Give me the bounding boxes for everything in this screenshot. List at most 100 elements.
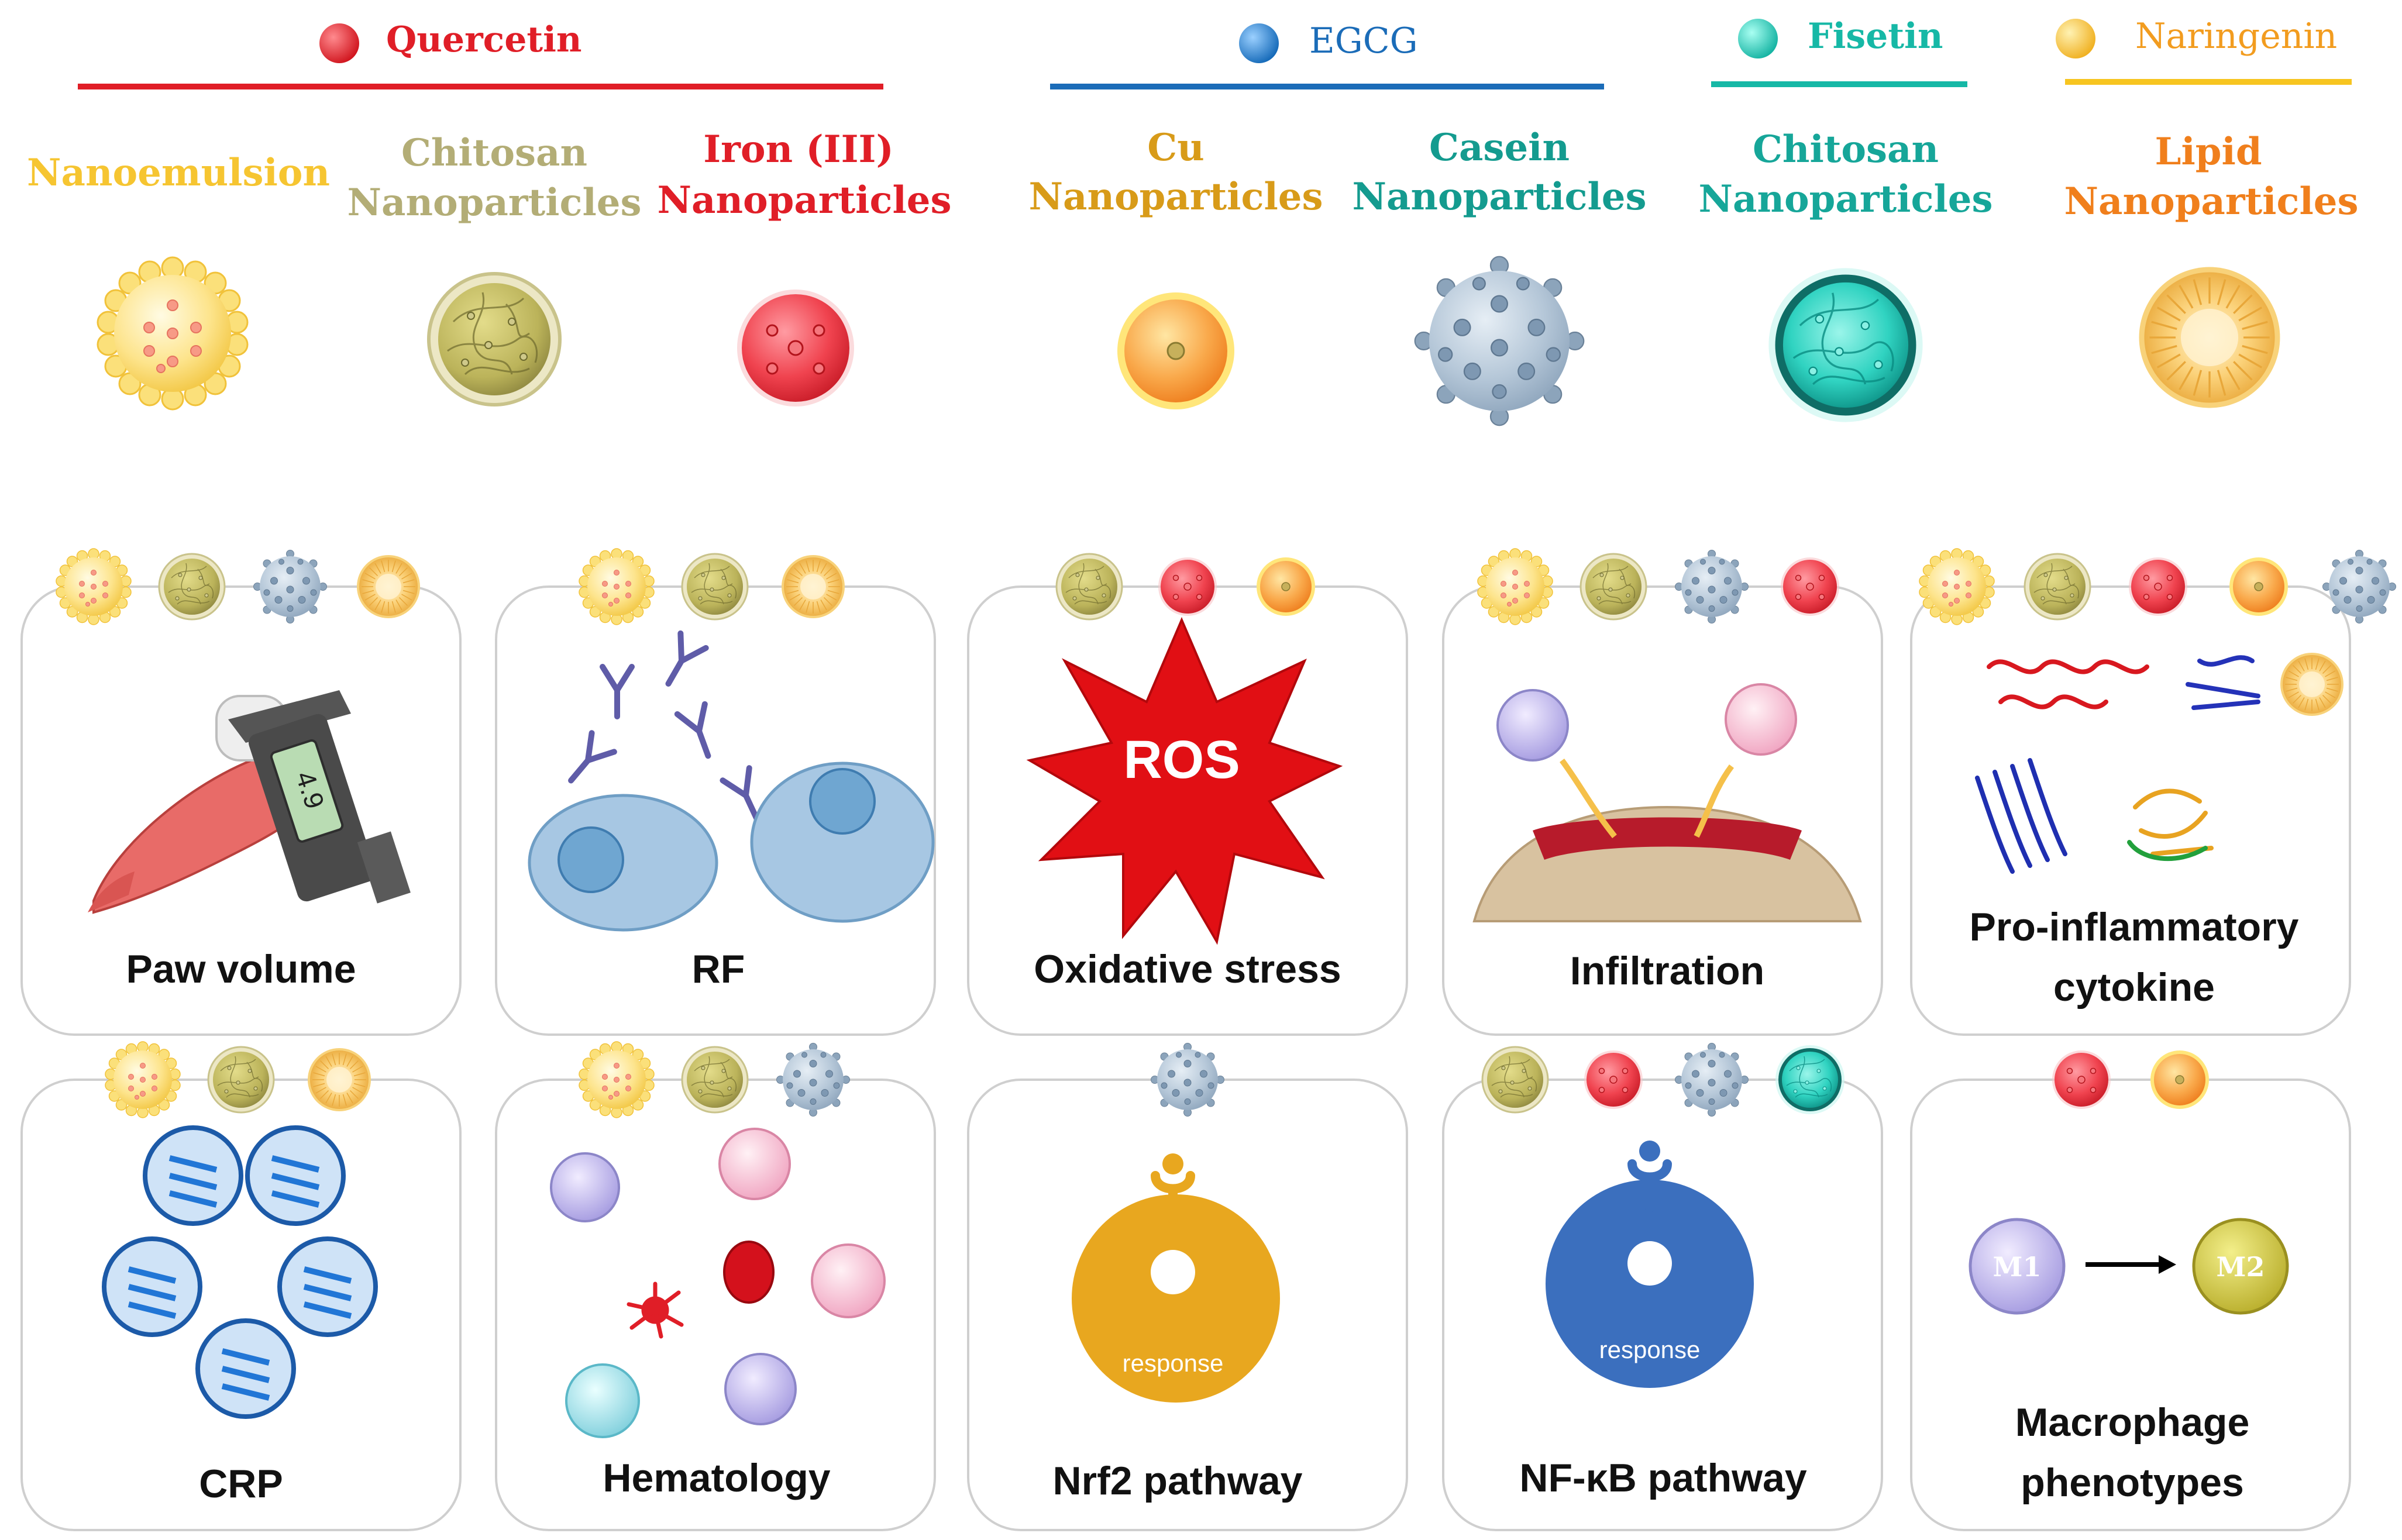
carrier-badge-lipid-icon [2280, 652, 2344, 716]
carrier-label-line-2: Nanoparticles [657, 178, 951, 222]
caliper-paw-illustration: 4.9 [88, 690, 411, 914]
panel-nfkb [1442, 1079, 1883, 1531]
carrier-label-line-2: Nanoparticles [1028, 175, 1323, 219]
paw-toe [88, 871, 135, 912]
egcg-dot-icon [1239, 23, 1279, 63]
migration-arrow-icon [1694, 764, 1735, 838]
ros-burst-illustration: ROS [1026, 616, 1343, 945]
carrier-label-line-2: Nanoparticles [1698, 177, 1993, 221]
outcome-label: Nrf2 pathway [1053, 1459, 1303, 1503]
carrier-badge-chitosan-icon [1481, 1046, 1549, 1114]
carrier-label: Lipid [2155, 130, 2262, 174]
carrier-badge-chitosan-icon [1055, 553, 1123, 621]
carrier-badge-casein-icon [2322, 550, 2396, 623]
migration-arrow-icon [1559, 759, 1617, 839]
carrier-badge-nanoemulsion-icon [56, 548, 132, 625]
protein-ribbon-icon [2133, 788, 2214, 856]
carrier-badge-casein-icon [1675, 550, 1749, 623]
carrier-label-line-2: Nanoparticles [347, 181, 641, 225]
carrier-chitosan-teal: Chitosan Nanoparticles [1698, 128, 1993, 423]
monocyte-icon [565, 1363, 640, 1438]
outcome-label: Paw volume [126, 947, 356, 991]
cu-nanoparticle-icon [1116, 291, 1236, 411]
carrier-badge-nanoemulsion-icon [579, 548, 655, 625]
chitosan-teal-nanoparticle-icon [1767, 267, 1924, 423]
carrier-badge-chitosan-icon [1579, 553, 1647, 621]
cytokine-proteins-illustration [1975, 655, 2260, 874]
protein-ribbon-icon [1987, 659, 2149, 709]
receptor-icon [1627, 1159, 1672, 1212]
naringenin-dot-icon [2056, 19, 2095, 58]
carrier-label-line-2: Nanoparticles [1352, 175, 1646, 219]
outcome-label: Infiltration [1570, 949, 1764, 993]
panel-labels: Paw volume RF Oxidative stress Infiltrat… [126, 905, 2298, 1506]
outcome-label: RF [692, 947, 745, 991]
outcome-label: Oxidative stress [1034, 947, 1341, 991]
neutrophil-icon [718, 1128, 791, 1200]
compound-quercetin: Quercetin [78, 19, 883, 89]
plasma-cell-icon [750, 762, 935, 923]
carrier-badge-chitosan-icon [2024, 553, 2091, 621]
carrier-casein: Casein Nanoparticles [1352, 126, 1647, 426]
crp-pentamer-illustration [102, 1125, 378, 1419]
carrier-chitosan: Chitosan Nanoparticles [347, 131, 642, 405]
carrier-badge-iron-icon [2052, 1050, 2111, 1110]
protein-ribbon-icon [1975, 758, 2067, 874]
carrier-row: Nanoemulsion Chitosan Nanoparticles Iron… [27, 126, 2359, 426]
protein-ribbon-icon [2127, 840, 2208, 862]
carrier-lipid: Lipid Nanoparticles [2064, 130, 2359, 409]
immune-cell-icon [1725, 683, 1797, 756]
panel-paw-volume [20, 585, 462, 1036]
infiltration-illustration [1472, 683, 1862, 922]
carrier-label: Chitosan [1753, 128, 1939, 171]
fisetin-dot-icon [1738, 19, 1778, 58]
carrier-badge-cu-icon [1256, 557, 1316, 616]
synovium-icon [1533, 817, 1802, 860]
carrier-badge-chitosan-icon [158, 553, 226, 621]
m1-macrophage-icon [1969, 1218, 2066, 1315]
casein-nanoparticle-icon [1414, 256, 1585, 426]
carrier-badge-casein-icon [1675, 1043, 1749, 1117]
m1-label: M1 [1993, 1251, 2042, 1283]
eosinophil-icon [811, 1243, 886, 1318]
receptor-icon [1151, 1171, 1195, 1224]
carrier-badge-casein-icon [1151, 1043, 1224, 1117]
iron-nanoparticle-icon [736, 288, 855, 408]
carrier-badge-iron-icon [2128, 557, 2188, 616]
carrier-nanoemulsion: Nanoemulsion [27, 151, 330, 411]
carrier-cu: Cu Nanoparticles [1028, 126, 1323, 411]
compound-naringenin: Naringenin [2056, 16, 2352, 85]
nanoemulsion-icon [97, 256, 249, 411]
outcome-label: NF-κB pathway [1519, 1456, 1806, 1500]
immune-cell-icon [1496, 689, 1569, 762]
red-blood-cell-icon [723, 1241, 775, 1304]
carrier-badge-nanoemulsion-icon [579, 1041, 655, 1118]
carrier-label: Casein [1429, 126, 1570, 170]
platelet-icon [627, 1281, 684, 1339]
compound-name: EGCG [1309, 20, 1418, 61]
response-label: response [1123, 1349, 1224, 1377]
response-label: response [1599, 1336, 1701, 1363]
carrier-badge-nanoemulsion-icon [1477, 548, 1553, 625]
blood-cells-illustration [550, 1128, 886, 1438]
compound-fisetin: Fisetin [1711, 16, 1967, 87]
compound-name: Fisetin [1808, 16, 1943, 57]
caliper-jaw-top [228, 690, 351, 743]
caliper-body: 4.9 [249, 714, 411, 904]
carrier-badge-lipid-icon [307, 1048, 371, 1112]
carrier-badge-lipid-icon [781, 554, 845, 619]
outcome-label: Hematology [603, 1456, 830, 1500]
macrophage-illustration: M1 M2 [1969, 1218, 2289, 1315]
nfkb-pathway-illustration: response [1546, 1141, 1754, 1388]
carrier-badge-chitosan-teal-icon [1775, 1045, 1845, 1115]
carrier-badge-casein-icon [253, 550, 327, 623]
lymphocyte-icon [550, 1152, 620, 1222]
m2-label: M2 [2217, 1251, 2265, 1283]
chitosan-nanoparticle-icon [429, 274, 560, 405]
carrier-badge-lipid-icon [356, 554, 421, 619]
carrier-badge-casein-icon [776, 1043, 850, 1117]
m2-macrophage-icon [2192, 1218, 2289, 1315]
